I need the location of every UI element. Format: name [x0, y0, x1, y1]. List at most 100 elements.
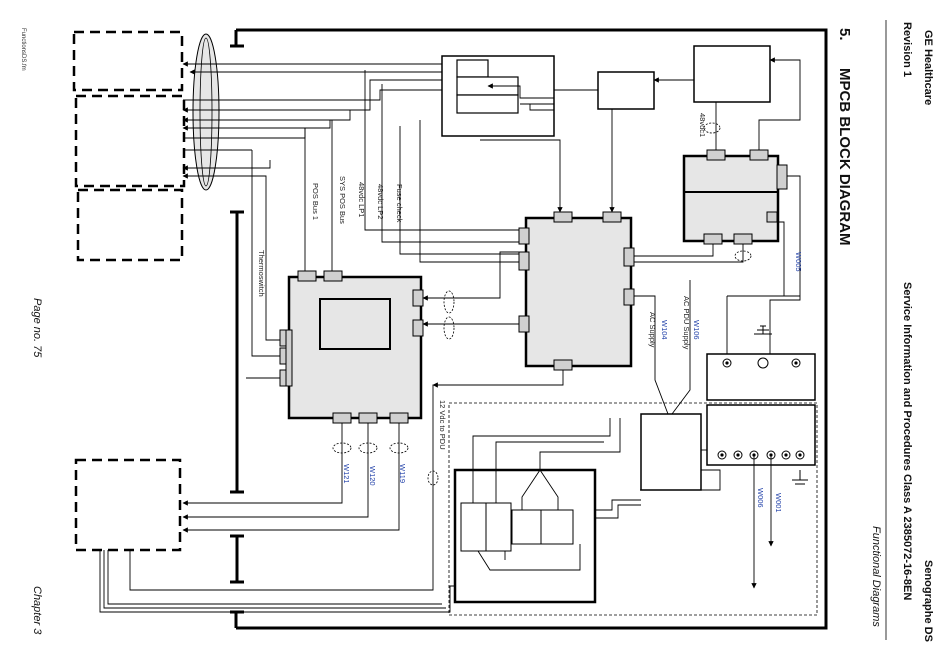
connector [776, 164, 788, 190]
frame-bottom-stub [230, 610, 244, 628]
terminal-dot [736, 453, 740, 457]
transformer-coil-4 [540, 509, 574, 545]
ferrite [443, 290, 455, 314]
connector [323, 270, 343, 282]
wire [419, 120, 519, 263]
wire [103, 550, 446, 609]
wire [182, 120, 331, 131]
label-thermoswitch: Thermoswitch [257, 250, 266, 297]
wire [539, 469, 559, 510]
wire [521, 469, 541, 510]
connector [623, 247, 635, 267]
connector [553, 211, 573, 223]
connector [733, 233, 753, 245]
wire [99, 550, 455, 613]
transformer-coil-2 [485, 502, 512, 552]
wire [364, 70, 519, 231]
label-w119: W119 [398, 464, 407, 483]
wire [495, 441, 604, 503]
ferrite [443, 316, 455, 340]
page-header: GE Healthcare Revision 1 Senographe DS S… [870, 20, 934, 642]
wire-labels: W104 W106 W005 W006 W001 W119 W120 W121 [342, 252, 803, 513]
product-name: Senographe DS [922, 560, 934, 642]
label-w121: W121 [342, 464, 351, 484]
wire [529, 104, 554, 111]
wire [182, 423, 369, 520]
cable-bundle-inner [199, 37, 213, 187]
label-w104: W104 [660, 320, 669, 340]
board-left-chip [319, 298, 391, 350]
ferrite [734, 250, 752, 262]
label-sys-pos-bus: SYS POS Bus [338, 176, 347, 224]
wire [107, 550, 442, 605]
label-12vdc-pdu: 12 Vdc to PDU [438, 400, 447, 450]
page-footer: FunctionsDS.fm Page no. 75 Chapter 3 [20, 28, 43, 635]
wire [487, 83, 554, 99]
unit-small [597, 71, 655, 110]
wire [182, 160, 271, 171]
module-top-slot-1 [456, 59, 489, 78]
board-power [682, 154, 780, 243]
connector [412, 319, 424, 337]
wire [771, 221, 785, 296]
footer-filename: FunctionsDS.fm [20, 28, 26, 71]
transformer-coil-3 [511, 509, 542, 545]
connector [332, 412, 352, 424]
doc-title: Service Information and Procedures Class… [901, 282, 913, 600]
connector [703, 233, 723, 245]
wire [634, 244, 714, 257]
wire [129, 370, 564, 591]
connector [518, 227, 530, 245]
section-name: Functional Diagrams [870, 526, 882, 627]
connector [285, 329, 293, 387]
connector [412, 289, 424, 307]
footer-chapter: Chapter 3 [31, 586, 43, 635]
label-ac-supply: AC Supply [648, 312, 657, 348]
transformer-coil-1 [460, 502, 487, 552]
wire [480, 139, 563, 213]
connector [518, 315, 530, 333]
ground-symbol-1 [754, 325, 772, 335]
label-w120: W120 [368, 466, 377, 486]
wire [634, 244, 744, 263]
external-box-4 [74, 458, 182, 552]
connector [749, 149, 769, 161]
wire [331, 119, 350, 271]
revision-label: Revision 1 [901, 22, 913, 77]
connector [602, 211, 622, 223]
ferrite [389, 442, 409, 454]
label-w006: W006 [756, 488, 765, 508]
label-ac-pdu-supply: AC PDU Supply [682, 296, 691, 350]
connector [297, 270, 317, 282]
wires [99, 57, 801, 613]
label-lp1: 48vdc LP1 [357, 182, 366, 217]
wire [182, 423, 400, 533]
wire [399, 126, 519, 255]
label-w001: W001 [774, 493, 783, 513]
wire [640, 469, 721, 491]
ferrite-markers [332, 122, 752, 486]
ground-symbol-2 [792, 470, 808, 485]
terminal [757, 357, 769, 369]
wire [539, 418, 621, 470]
external-box-1 [72, 30, 184, 92]
wire [472, 418, 611, 503]
module-top-slot-3 [456, 94, 519, 114]
wire [769, 175, 801, 354]
ground-bar-2 [230, 534, 244, 584]
wire [182, 423, 343, 506]
outer-frame [236, 28, 828, 630]
connector [389, 412, 409, 424]
cable-bundle-outer [192, 33, 220, 191]
terminal-dot [784, 453, 788, 457]
pdu-unit [640, 413, 702, 491]
wire [758, 57, 801, 150]
wire [381, 84, 519, 243]
external-box-3 [76, 188, 184, 262]
connector [518, 251, 530, 271]
ferrite [332, 442, 352, 454]
ground-bar-1 [230, 210, 244, 494]
terminal-dot [725, 361, 729, 365]
wire [422, 251, 519, 301]
terminal-dot [798, 453, 802, 457]
